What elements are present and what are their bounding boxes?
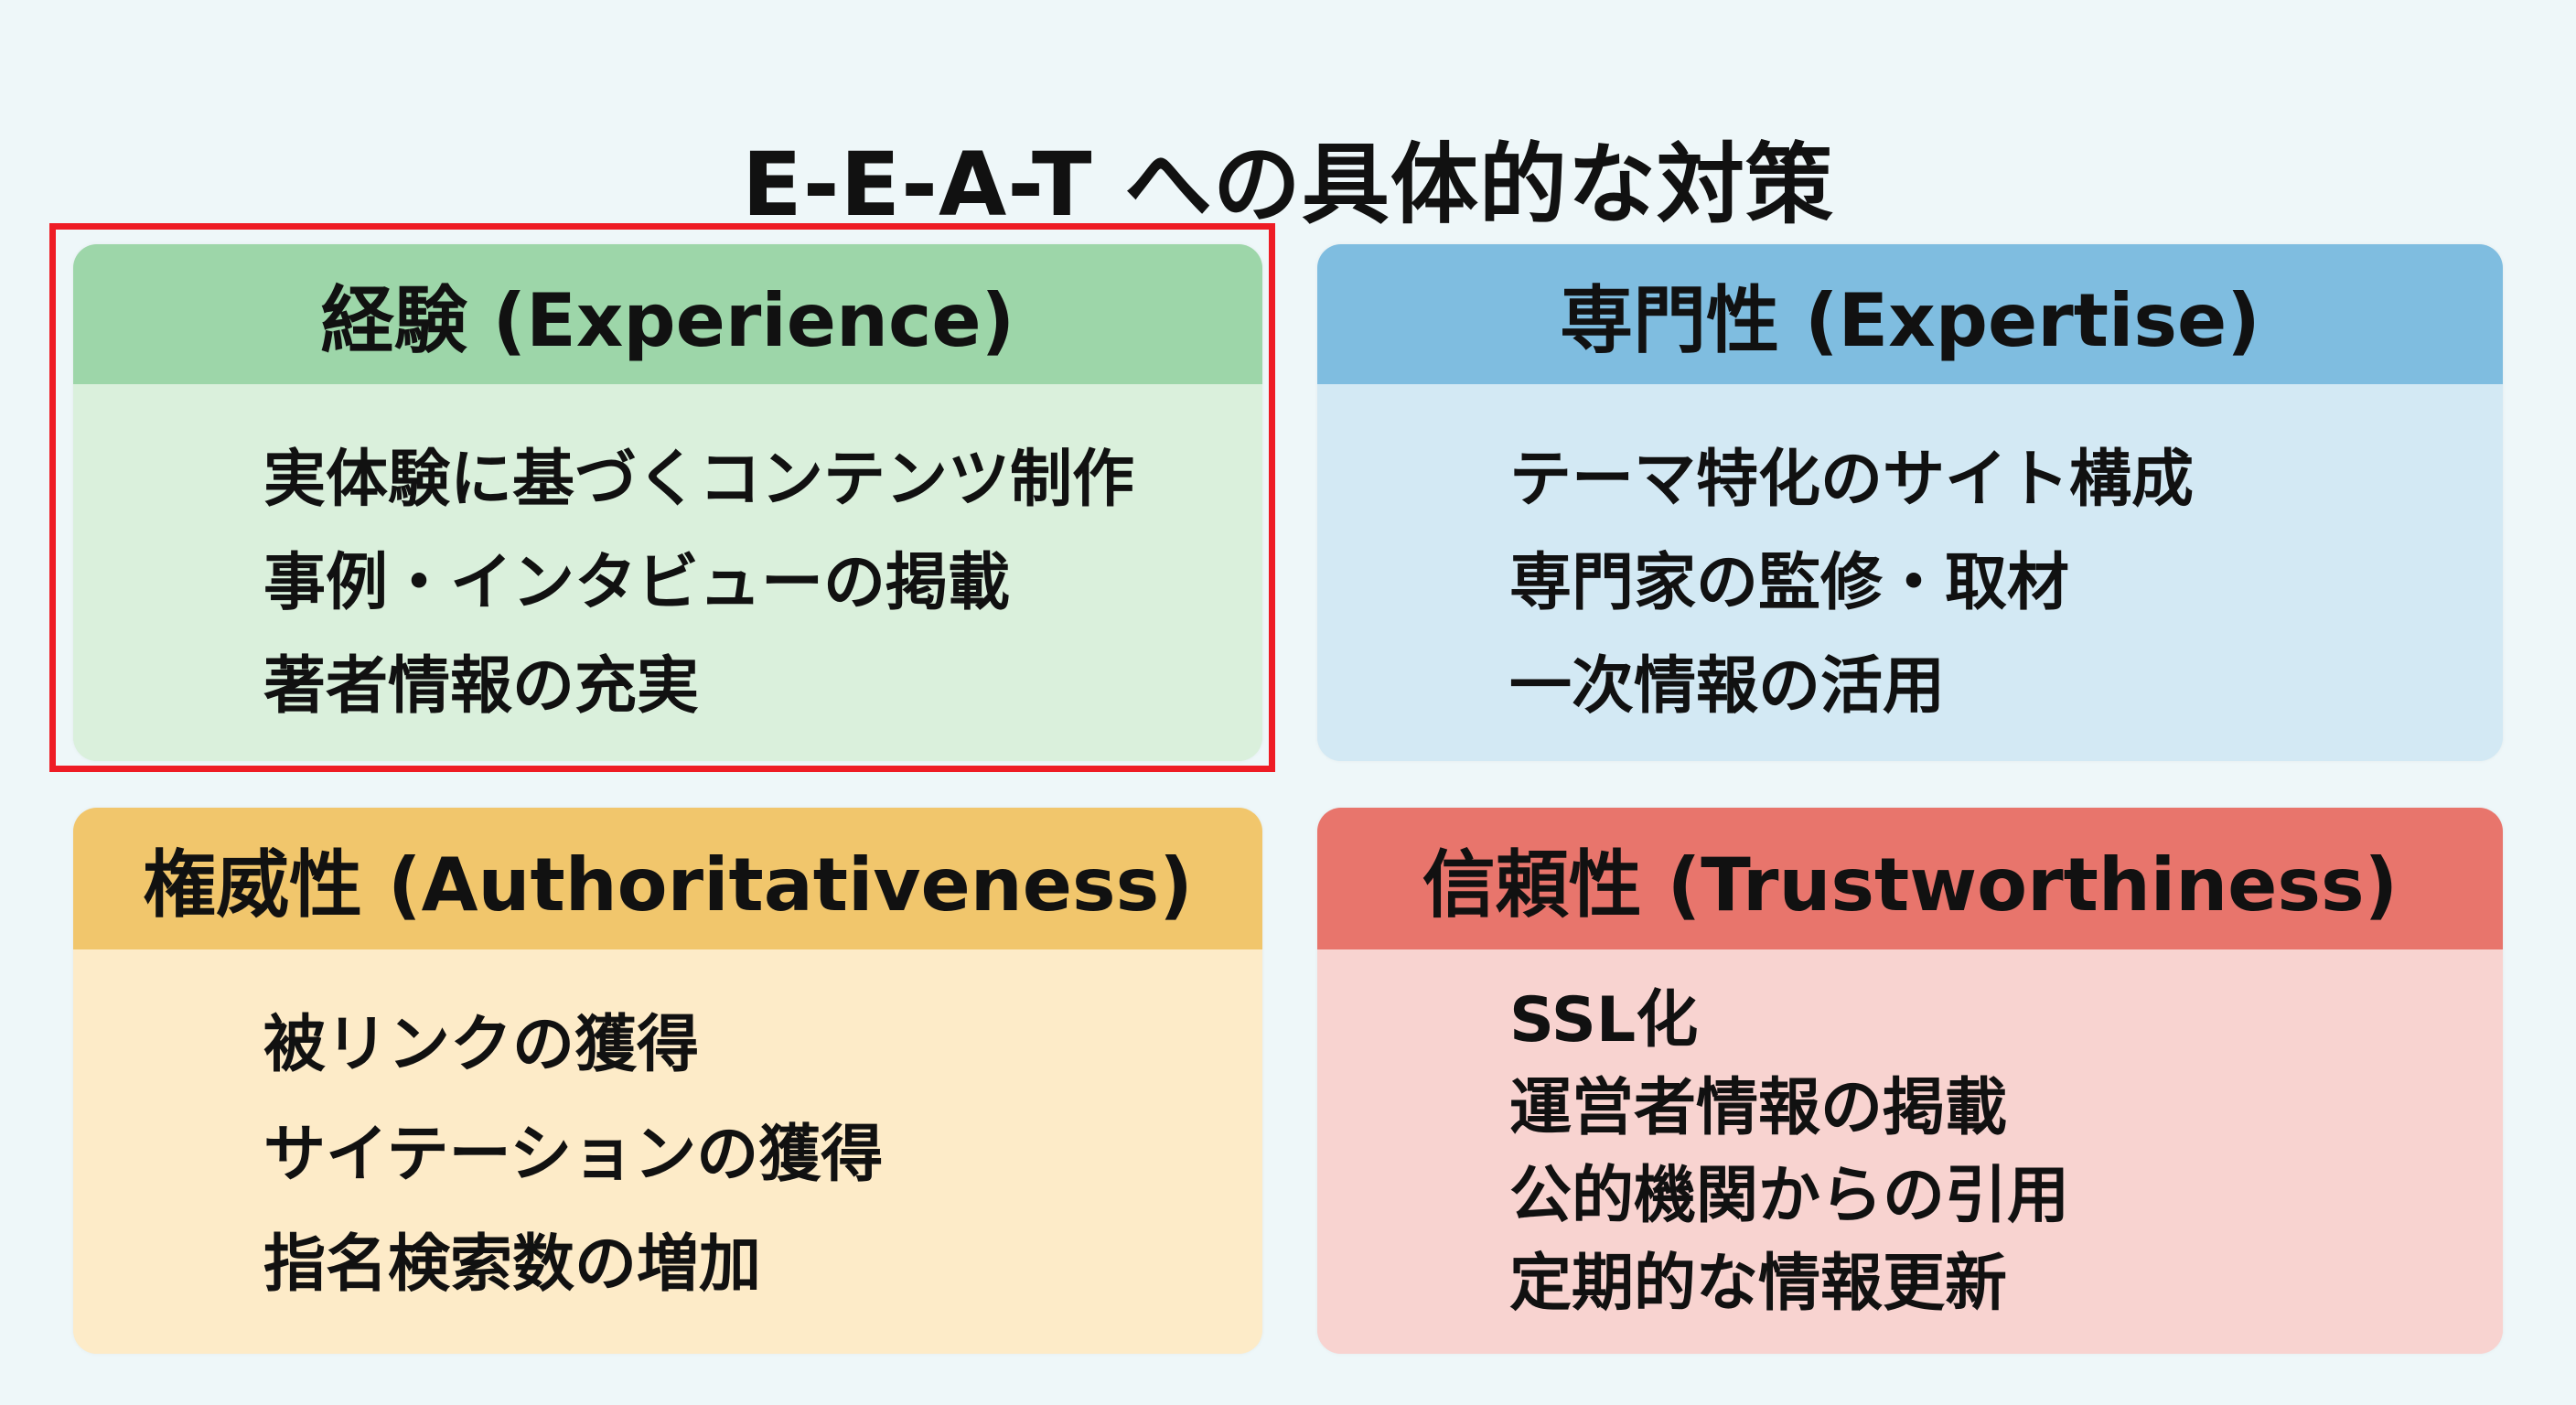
card-header-trustworthiness: 信頼性 (Trustworthiness) [1317, 808, 2503, 949]
card-body-authoritativeness: 被リンクの獲得 サイテーションの獲得 指名検索数の増加 [73, 949, 1262, 1354]
list-item: 事例・インタビューの掲載 [263, 547, 1011, 619]
card-list-authoritativeness: 被リンクの獲得 サイテーションの獲得 指名検索数の増加 [263, 991, 883, 1320]
card-list-trustworthiness: SSL化 運営者情報の掲載 公的機関からの引用 定期的な情報更新 [1509, 977, 2069, 1328]
card-trustworthiness: 信頼性 (Trustworthiness) SSL化 運営者情報の掲載 公的機関… [1317, 808, 2503, 1354]
list-item: 一次情報の活用 [1509, 650, 1946, 723]
card-expertise: 専門性 (Expertise) テーマ特化のサイト構成 専門家の監修・取材 一次… [1317, 244, 2503, 761]
card-body-expertise: テーマ特化のサイト構成 専門家の監修・取材 一次情報の活用 [1317, 384, 2503, 761]
list-item: テーマ特化のサイト構成 [1509, 444, 2195, 516]
card-authoritativeness: 権威性 (Authoritativeness) 被リンクの獲得 サイテーションの… [73, 808, 1262, 1354]
card-body-experience: 実体験に基づくコンテンツ制作 事例・インタビューの掲載 著者情報の充実 [73, 384, 1262, 761]
card-header-authoritativeness: 権威性 (Authoritativeness) [73, 808, 1262, 949]
card-experience: 経験 (Experience) 実体験に基づくコンテンツ制作 事例・インタビュー… [73, 244, 1262, 761]
list-item: 運営者情報の掲載 [1509, 1072, 2008, 1144]
list-item: 専門家の監修・取材 [1509, 547, 2070, 619]
list-item: 指名検索数の増加 [263, 1228, 762, 1301]
list-item: 公的機関からの引用 [1509, 1160, 2070, 1232]
list-item: サイテーションの獲得 [263, 1119, 884, 1191]
card-body-trustworthiness: SSL化 運営者情報の掲載 公的機関からの引用 定期的な情報更新 [1317, 949, 2503, 1354]
card-header-experience: 経験 (Experience) [73, 244, 1262, 384]
list-item: 定期的な情報更新 [1509, 1248, 2008, 1320]
list-item: SSL化 [1509, 984, 1699, 1056]
page-title: E-E-A-T への具体的な対策 [742, 134, 1834, 237]
list-item: 被リンクの獲得 [263, 1009, 700, 1081]
card-header-expertise: 専門性 (Expertise) [1317, 244, 2503, 384]
list-item: 実体験に基づくコンテンツ制作 [263, 444, 1135, 516]
list-item: 著者情報の充実 [263, 650, 700, 723]
card-list-expertise: テーマ特化のサイト構成 専門家の監修・取材 一次情報の活用 [1509, 428, 2194, 738]
card-list-experience: 実体験に基づくコンテンツ制作 事例・インタビューの掲載 著者情報の充実 [263, 428, 1134, 738]
